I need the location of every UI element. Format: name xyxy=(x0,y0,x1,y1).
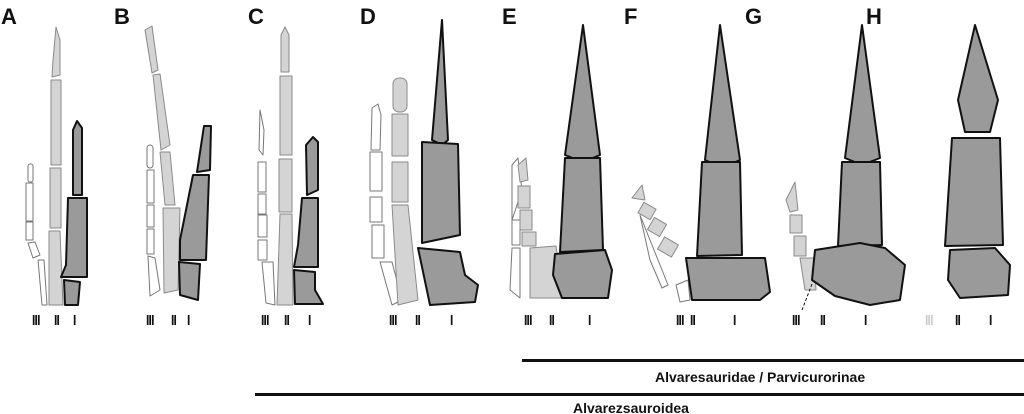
digit-label-iii: III xyxy=(389,312,397,329)
clade-label-outer: Alvarezsauroidea xyxy=(573,400,689,414)
digit-label-ii: II xyxy=(690,312,696,329)
digit-label-iii: III xyxy=(676,312,684,329)
panel-e-bones xyxy=(509,24,613,299)
clade-label-inner: Alvaresauridae / Parvicurorinae xyxy=(655,369,866,385)
digit-label-i: I xyxy=(989,312,992,329)
panel-d-bones xyxy=(369,19,479,306)
digit-label-iii: III xyxy=(261,312,269,329)
digit-label-ii: II xyxy=(284,312,290,329)
digit-label-ii: II xyxy=(415,312,421,329)
digit-label-i: I xyxy=(864,312,867,329)
panel-label-f: F xyxy=(624,4,638,29)
digit-label-i: I xyxy=(187,312,190,329)
digit-label-ii: II xyxy=(955,312,961,329)
panel-label-a: A xyxy=(1,4,17,29)
panel-label-b: B xyxy=(114,4,130,29)
digit-label-i: I xyxy=(73,312,76,329)
digit-label-ii: II xyxy=(54,312,60,329)
panel-f-bones xyxy=(631,24,771,303)
panel-label-c: C xyxy=(248,4,264,29)
panel-g-bones xyxy=(785,24,906,311)
digit-label-ii: II xyxy=(820,312,826,329)
digit-label-ii: II xyxy=(171,312,177,329)
digit-label-iii: III xyxy=(925,312,933,329)
digit-label-iii: III xyxy=(792,312,800,329)
digit-label-i: I xyxy=(588,312,591,329)
panel-label-e: E xyxy=(502,4,517,29)
clade-bar-inner xyxy=(522,359,1024,362)
panel-c-bones xyxy=(257,26,324,306)
panel-label-d: D xyxy=(360,4,376,29)
clade-bar-outer xyxy=(255,393,1024,396)
panel-label-h: H xyxy=(866,4,882,29)
digit-label-iii: III xyxy=(32,312,40,329)
panel-h-bones xyxy=(944,24,1011,299)
digit-label-i: I xyxy=(733,312,736,329)
digit-label-iii: III xyxy=(524,312,532,329)
digit-label-i: I xyxy=(450,312,453,329)
digit-label-iii: III xyxy=(146,312,154,329)
panel-a-bones xyxy=(25,26,88,306)
panel-b-bones xyxy=(144,25,212,301)
digit-label-ii: II xyxy=(549,312,555,329)
panel-label-g: G xyxy=(745,4,763,29)
digit-label-i: I xyxy=(308,312,311,329)
